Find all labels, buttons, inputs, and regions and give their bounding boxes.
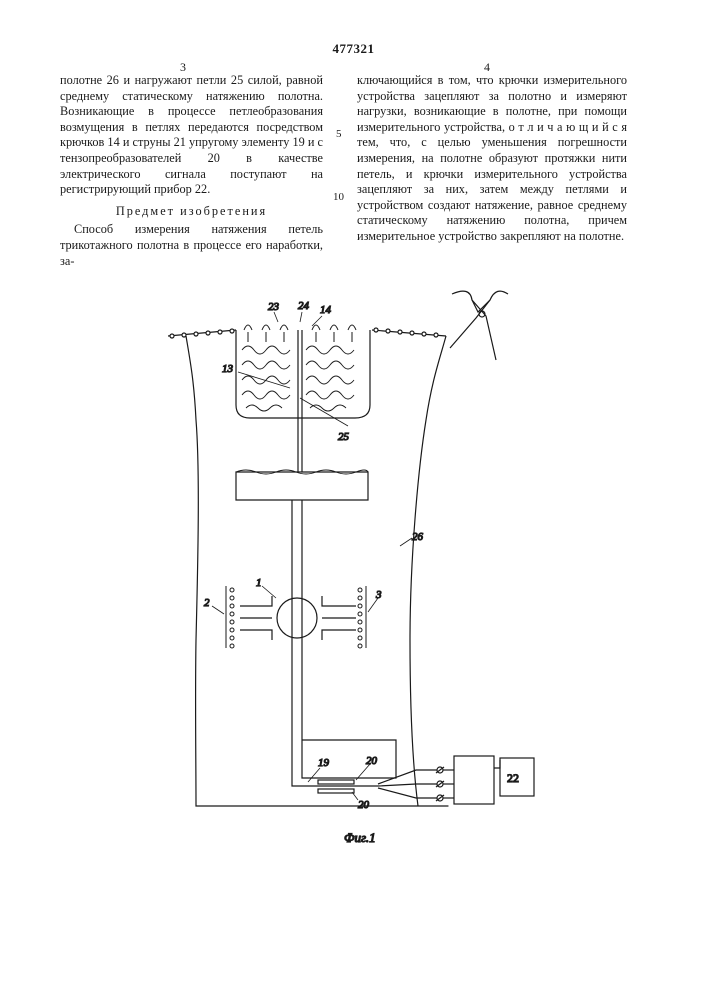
label-14: 14 [320,304,332,316]
label-24: 24 [298,300,310,312]
clamp-bar [236,472,368,500]
element-1-ring [277,598,317,638]
wire-2 [378,784,440,786]
fabric-top-edge-left [168,330,236,336]
label-25: 25 [338,431,350,443]
pin-comb-2 [226,586,234,648]
label-3: 3 [375,589,382,601]
strain-gauge-20-bottom [318,789,354,793]
label-20-bottom: 20 [358,799,370,811]
hook-block [236,330,370,418]
strain-gauge-20-top [318,780,354,784]
amplifier-block [454,756,494,804]
label-26: 26 [412,531,424,543]
label-19: 19 [318,757,330,769]
label-1: 1 [256,577,262,589]
label-20-top: 20 [366,755,378,767]
label-22: 22 [507,771,519,785]
figure-caption: Фиг.1 [344,830,376,845]
label-13: 13 [222,363,234,375]
label-23: 23 [268,301,280,313]
wire-1 [378,770,440,784]
hook-row [244,325,356,342]
fabric-outline [186,336,448,806]
pliers-tool [450,291,508,360]
label-2: 2 [204,597,210,609]
pin-comb-3 [358,586,366,648]
wire-3 [378,788,440,798]
